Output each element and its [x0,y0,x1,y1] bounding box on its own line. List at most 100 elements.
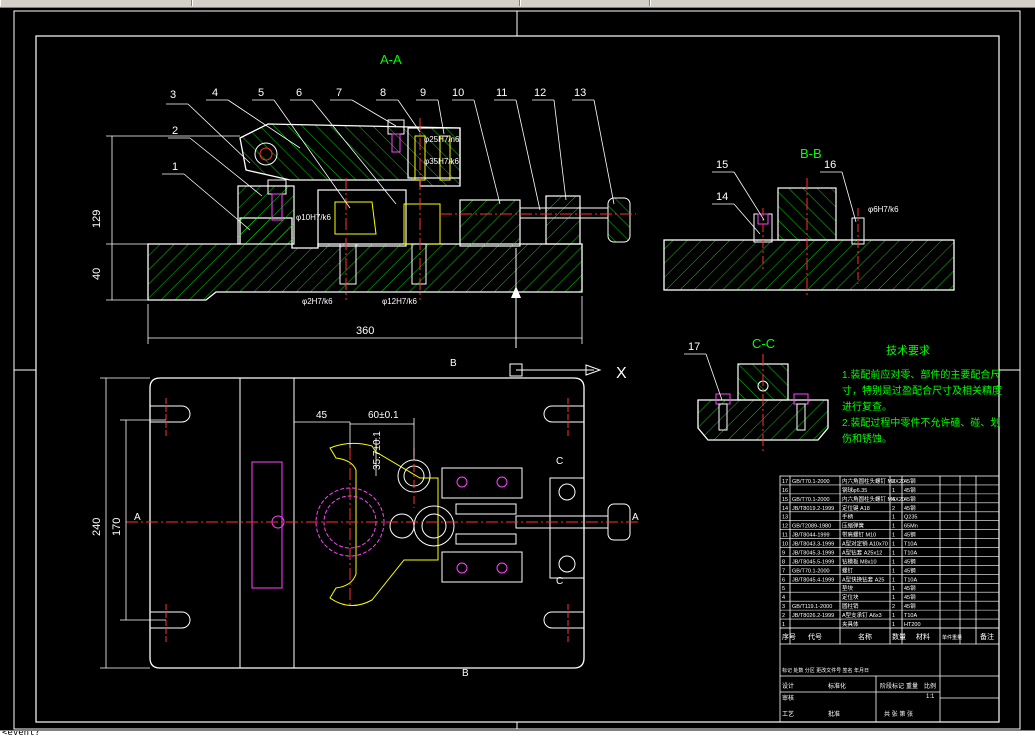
tb-weight: 重量 [906,682,918,690]
bom-h-qty: 数量 [892,632,906,641]
bom-cell: T10A [904,577,917,583]
bom-cell: 压缩弹簧 [842,522,865,530]
drawing-canvas[interactable]: A-A [0,8,1035,730]
dim-45: 45 [316,410,328,421]
balloon-10: 10 [452,87,464,99]
bom-cell: GB/T70.1-2000 [792,568,830,574]
tb-scale-value: 1:1 [926,694,935,700]
bom-cell: JB/T8026.2-1999 [792,613,834,619]
bom-cell: JB/T8045.3-1999 [792,550,834,556]
bom-cell: A型支承钉 A6x3 [842,611,882,619]
plan-view [126,363,640,669]
bom-cell: 钻模板 M8x10 [842,557,877,565]
bom-cell: 内六角圆柱头螺钉 M6X20 [842,495,905,503]
bom-cell: JB/T8019.2-1999 [792,506,834,512]
balloon-6: 6 [296,87,302,99]
bom-cell: 11 [782,533,788,539]
bom-cell: 3 [782,604,785,610]
leader-lines-bb [712,171,857,235]
toolbar-strip [0,0,1035,8]
bom-cell: 10 [782,542,788,548]
tech-title: 技术要求 [886,344,930,357]
bom-cell: 45钢 [904,557,916,565]
toolbar-segment[interactable] [192,0,520,6]
tb-sheets: 共 张 第 张 [884,710,913,718]
balloon-17: 17 [688,341,700,353]
bom-cell: T10A [904,542,917,548]
bom-cell: 1 [892,559,895,565]
bom-h-code: 代号 [808,632,822,641]
bom-cell: HT200 [904,622,921,628]
fit-10: φ10H7/k6 [296,213,332,222]
toolbar-segment[interactable] [650,0,1035,6]
tb-mark: 标记 处数 分区 更改文件号 签名 年月日 [782,667,869,674]
section-cc-view [697,354,829,452]
balloon-11: 11 [496,87,507,99]
dimensions-plan [100,377,415,669]
bom-cell: JB/T8045.5-1999 [792,559,834,565]
tb-approve: 批准 [828,710,840,718]
bom-cell: 1 [892,533,895,539]
title-block: 标记 处数 分区 更改文件号 签名 年月日 设计 标准化 阶段标记 重量 比例 … [782,667,936,718]
section-aa-view [147,118,636,348]
balloon-4: 4 [212,87,218,99]
fit-35: φ35H7/k6 [424,157,460,166]
fit-25: φ25H7/n6 [424,135,460,144]
bom-cell: 2 [892,506,895,512]
toolbar-segment[interactable] [0,0,192,6]
bom-cell: 1 [892,622,895,628]
tb-design: 设计 [782,682,794,690]
balloon-7: 7 [336,87,342,99]
balloon-15: 15 [716,159,728,171]
bom-cell: 1 [892,586,895,592]
bom-cell: 45钢 [904,602,916,610]
bom-cell: 45钢 [904,531,916,539]
bom-cell: 17 [782,479,788,485]
tb-review: 审核 [782,694,794,702]
bom-cell: 1 [892,542,895,548]
dim-240: 240 [91,518,103,536]
dim-360: 360 [356,325,374,337]
command-line[interactable]: <event? [0,730,1035,740]
marker-b-bottom: B [462,668,469,679]
tech-line-5: 伤和锈蚀。 [842,432,892,445]
bom-cell: 9 [782,550,785,556]
bom-cell: 45钢 [904,566,916,574]
section-bb-view [663,178,955,298]
bom-cell: GB/T70.1-2000 [792,479,830,485]
tb-process: 工艺 [782,710,794,718]
bom-cell: 1 [782,622,785,628]
bom-cell: 2 [892,604,895,610]
bom-cell: T10A [904,613,917,619]
leader-lines [162,99,615,231]
balloon-8: 8 [380,87,386,99]
bom-cell: 45钢 [904,504,916,512]
bom-cell: 钢球φ6.35 [842,486,867,494]
command-text: <event? [2,730,40,738]
fit-12: φ12H7/k6 [382,297,418,306]
bom-h-name: 名称 [858,632,872,641]
marker-c-top: C [556,456,563,467]
bom-cell: A型钻套 A25x12 [842,548,882,556]
bom-cell: 65Mn [904,524,918,530]
bom-cell: JB/T8044-1999 [792,533,830,539]
dim-35: 35.7±0.1 [372,431,383,470]
section-cc-label: C-C [752,336,775,351]
bom-cell: 12 [782,524,788,530]
section-bb-label: B-B [800,146,822,161]
bom-cell: 45钢 [904,486,916,494]
tb-standard: 标准化 [828,682,846,690]
balloon-labels: 1 2 3 4 5 6 7 8 9 10 11 12 13 [170,87,586,173]
bom-cell: JB/T8045.4-1999 [792,577,834,583]
fit-6: φ6H7/k6 [868,205,899,214]
toolbar-segment[interactable] [520,0,650,6]
bom-cell: 13 [782,515,788,521]
marker-a-right: A [632,512,639,523]
bom-h-unitwt: 单件重量 [942,634,962,641]
bom-cell: 螺钉 [842,566,854,574]
tech-line-2: 寸，特别是过盈配合尺寸及相关精度 [842,384,1002,397]
bom-cell: 定位键 A18 [842,504,870,512]
dimensions-aa [106,135,583,344]
bom-cell: A型快换钻套 A25 [842,575,884,583]
bom-cell: 4 [892,497,895,503]
